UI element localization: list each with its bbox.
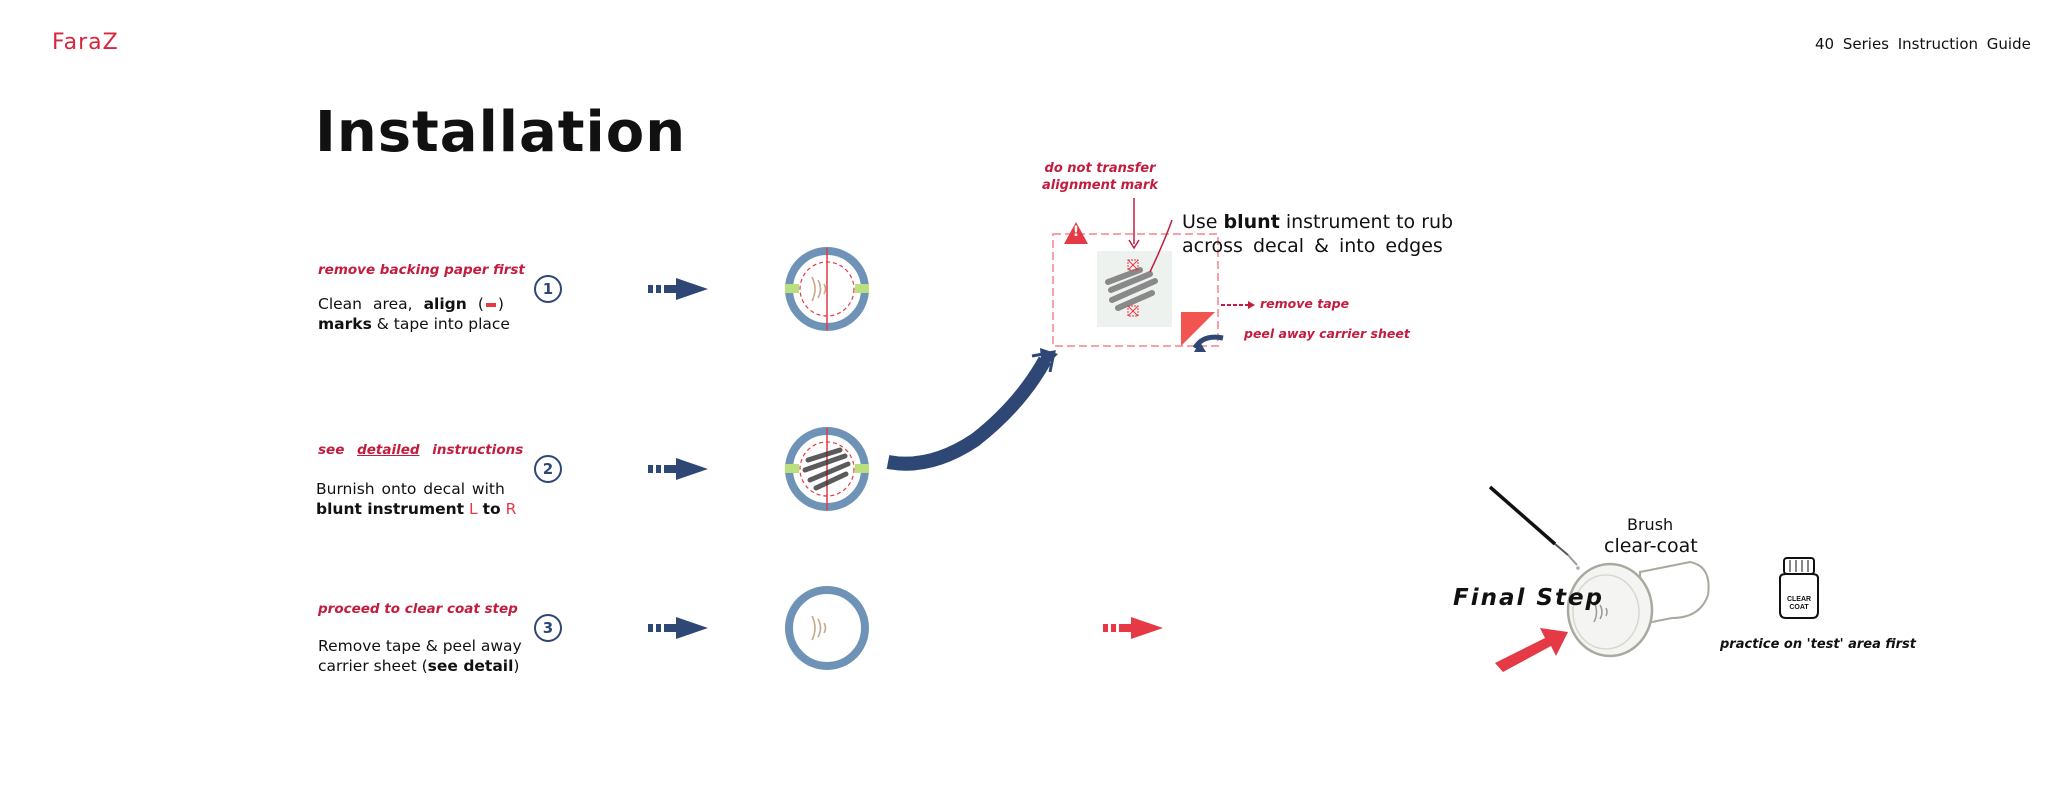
rub-line1: Use blunt instrument to rub <box>1182 210 1453 234</box>
align-mark-icon <box>485 302 496 307</box>
step2-number: 2 <box>534 455 562 483</box>
rub-instruction: Use blunt instrument to rub across decal… <box>1182 210 1453 258</box>
step3-number: 3 <box>534 614 562 642</box>
step2-line2: blunt instrument L to R <box>316 499 516 519</box>
shift-knob-icon <box>1566 560 1710 658</box>
rub-line1-pre: Use <box>1182 211 1224 233</box>
alignment-mark-icon <box>1127 259 1139 317</box>
step3-line2-post: ) <box>513 657 520 675</box>
step2-note-post: instructions <box>432 442 524 458</box>
step1-text: Clean area, align () <box>318 294 504 314</box>
brush-icon <box>1488 485 1580 570</box>
clear-coat-label: clear-coat <box>1604 535 1698 557</box>
step3-line1: Remove tape & peel away <box>318 637 522 655</box>
clear-coat-bottle-icon <box>1779 557 1819 619</box>
do-not-transfer-line2: alignment mark <box>1042 178 1158 193</box>
step1-arrow-icon <box>648 278 708 300</box>
red-pointer-arrow-icon <box>1495 628 1568 672</box>
rub-line1-bold: blunt <box>1223 211 1280 233</box>
decal-step3-icon <box>785 586 869 670</box>
step3-line2: carrier sheet (see detail) <box>318 656 519 676</box>
step1-note: remove backing paper first <box>318 262 525 278</box>
rub-line2: across decal & into edges <box>1182 235 1443 257</box>
final-step-label: Final Step <box>1453 585 1605 611</box>
rub-line1-post: instrument to rub <box>1279 211 1454 233</box>
step2-line1: Burnish onto decal with <box>316 480 505 498</box>
step2-line2-bold: blunt instrument <box>316 500 465 518</box>
warning-icon <box>1064 222 1088 244</box>
decal-step2-icon <box>785 427 869 511</box>
step3-line2-pre: carrier sheet ( <box>318 657 428 675</box>
brand-logo: FaraZ <box>52 30 119 55</box>
step1-line1-pre: Clean area, <box>318 295 424 313</box>
step1-line2-bold: marks <box>318 315 372 333</box>
do-not-transfer-note: do not transfer alignment mark <box>1040 160 1160 194</box>
step1-line2-post: & tape into place <box>371 315 510 333</box>
step1-number: 1 <box>534 275 562 303</box>
page-title: Installation <box>315 100 687 165</box>
step3-note: proceed to clear coat step <box>318 601 518 617</box>
do-not-transfer-line1: do not transfer <box>1044 161 1156 176</box>
guide-title: 40 Series Instruction Guide <box>1815 35 2031 53</box>
step2-note: see detailed instructions <box>318 442 523 458</box>
final-arrow-icon <box>1103 617 1163 639</box>
step2-right-letter: R <box>505 500 517 518</box>
step1-line1-close: ) <box>497 295 504 313</box>
step2-arrow-icon <box>648 458 708 480</box>
peel-carrier-note: peel away carrier sheet <box>1244 326 1410 341</box>
step3-arrow-icon <box>648 617 708 639</box>
step1-line1-post: ( <box>466 295 484 313</box>
step1-line1-bold: align <box>423 295 467 313</box>
remove-tape-note: remove tape <box>1260 296 1350 311</box>
see-detail-link[interactable]: see detail <box>427 657 514 675</box>
step2-note-pre: see <box>318 442 345 458</box>
brush-label: Brush <box>1627 515 1674 534</box>
step1-text-line2: marks & tape into place <box>318 314 510 334</box>
practice-note: practice on 'test' area first <box>1720 637 1916 652</box>
step2-to: to <box>482 500 501 518</box>
detail-curve-arrow-icon <box>886 348 1058 471</box>
decal-step1-icon <box>785 247 869 331</box>
warning-glyph: ! <box>1072 224 1080 240</box>
step2-left-letter: L <box>469 500 478 518</box>
detailed-instructions-link[interactable]: detailed <box>357 442 420 458</box>
